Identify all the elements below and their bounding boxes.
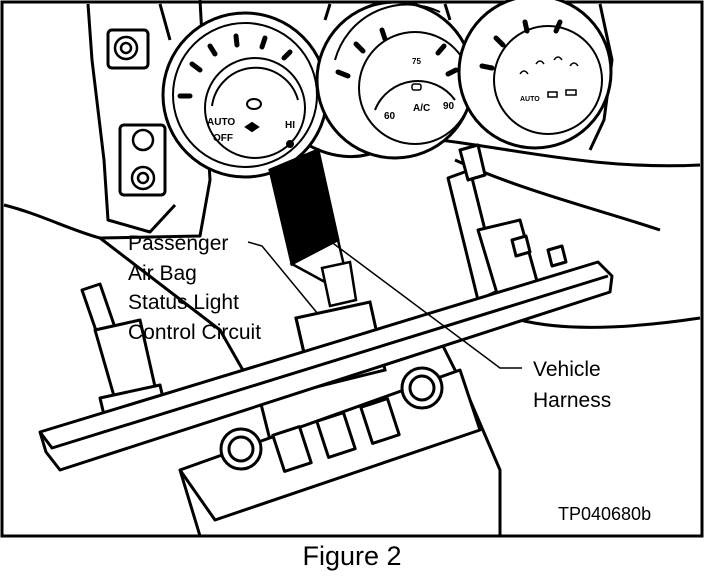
wiring-harness: [268, 147, 358, 308]
fan-hi-label: HI: [285, 120, 295, 131]
figure-illustration: AUTO OFF HI 75 60 A/C 90: [0, 0, 704, 538]
trim-panel: [38, 260, 614, 472]
figure-frame: AUTO OFF HI 75 60 A/C 90: [0, 0, 704, 538]
mode-auto-label: AUTO: [520, 96, 540, 103]
mode-dial: AUTO: [457, 0, 613, 150]
vehicle-harness-callout: Vehicle Harness: [533, 358, 611, 412]
passenger-airbag-callout: Passenger Air Bag Status Light Control C…: [128, 232, 261, 344]
temp-ac-label: A/C: [413, 103, 430, 114]
dashboard-bezel: [3, 0, 701, 537]
callout-line-1: Passenger: [128, 232, 228, 255]
screw-icon: [113, 35, 156, 191]
fan-off-label: OFF: [213, 133, 233, 144]
defrost-icon: [547, 91, 558, 98]
temperature-dial: 75 60 A/C 90: [315, 0, 475, 160]
temp-top-label: 75: [412, 57, 421, 66]
temp-high-label: 90: [443, 101, 455, 112]
lower-console: [178, 366, 482, 522]
leader-lines: [247, 231, 522, 369]
reference-code: TP040680b: [558, 504, 651, 524]
fan-icon: [244, 121, 294, 148]
figure-caption: Figure 2: [302, 541, 402, 571]
callout-line-3: Status Light: [128, 291, 239, 314]
temp-low-label: 60: [384, 111, 396, 122]
callout-line-4: Control Circuit: [128, 321, 261, 344]
bracket-icon: [106, 28, 167, 197]
airflow-mode-icon: [519, 56, 579, 96]
fan-auto-label: AUTO: [207, 117, 235, 128]
harness-line-1: Vehicle: [533, 358, 601, 381]
callout-line-2: Air Bag: [128, 262, 197, 285]
fan-dial: AUTO OFF HI: [161, 11, 329, 179]
harness-line-2: Harness: [533, 389, 611, 412]
